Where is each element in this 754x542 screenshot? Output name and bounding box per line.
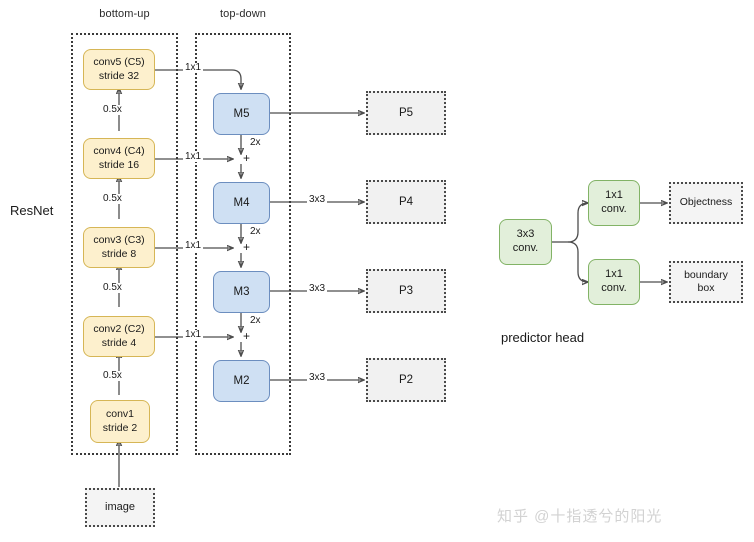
backbone-block-conv2[interactable]: conv2 (C2) stride 4 xyxy=(83,316,155,357)
output-block-p2[interactable]: P2 xyxy=(366,358,446,402)
downsample-label-4: 0.5x xyxy=(101,370,124,381)
backbone-block-conv4-line1: conv4 (C4) xyxy=(93,145,145,158)
output-block-p4-label: P4 xyxy=(398,195,414,208)
backbone-block-conv4-line2: stride 16 xyxy=(98,158,140,171)
downsample-label-3: 0.5x xyxy=(101,282,124,293)
downsample-label-1: 0.5x xyxy=(101,104,124,115)
section-label-bottom-up: bottom-up xyxy=(99,8,150,20)
output-conv-label-p2: 3x3 xyxy=(307,372,328,383)
lateral-label-c4: 1x1 xyxy=(183,151,204,162)
input-image-label: image xyxy=(105,500,135,513)
backbone-block-conv2-line2: stride 4 xyxy=(101,336,137,349)
topdown-block-m5-label: M5 xyxy=(233,107,250,120)
predictor-output-objectness[interactable]: Objectness xyxy=(669,182,743,224)
backbone-block-conv2-line1: conv2 (C2) xyxy=(93,323,145,336)
lateral-label-c3: 1x1 xyxy=(183,240,204,251)
merge-plus-m3: + xyxy=(243,240,251,254)
predictor-branch-boundarybox-conv-line2: conv. xyxy=(601,282,627,294)
backbone-block-conv3-line2: stride 8 xyxy=(101,247,137,260)
topdown-block-m4[interactable]: M4 xyxy=(213,182,270,224)
predictor-branch-objectness-conv-line1: 1x1 xyxy=(605,189,623,202)
topdown-block-m5[interactable]: M5 xyxy=(213,93,270,135)
backbone-block-conv3-line1: conv3 (C3) xyxy=(93,234,145,247)
lateral-label-c2: 1x1 xyxy=(183,329,204,340)
predictor-stem-line2: conv. xyxy=(512,242,539,254)
output-block-p5[interactable]: P5 xyxy=(366,91,446,135)
output-block-p3[interactable]: P3 xyxy=(366,269,446,313)
predictor-output-boundarybox-line2: box xyxy=(697,282,715,294)
output-block-p5-label: P5 xyxy=(398,106,414,119)
output-conv-label-p3: 3x3 xyxy=(307,283,328,294)
backbone-block-conv5-line2: stride 32 xyxy=(98,69,140,82)
predictor-branch-boundarybox-conv-line1: 1x1 xyxy=(605,268,623,281)
predictor-output-boundarybox-line1: boundary xyxy=(684,268,728,281)
backbone-block-conv4[interactable]: conv4 (C4) stride 16 xyxy=(83,138,155,179)
backbone-block-conv1-line2: stride 2 xyxy=(102,421,138,434)
merge-plus-m4: + xyxy=(243,151,251,165)
upsample-label-1: 2x xyxy=(248,137,263,148)
output-block-p3-label: P3 xyxy=(398,284,414,297)
topdown-block-m4-label: M4 xyxy=(233,196,250,209)
predictor-branch-boundarybox-conv[interactable]: 1x1 conv. xyxy=(588,259,640,305)
backbone-block-conv3[interactable]: conv3 (C3) stride 8 xyxy=(83,227,155,268)
predictor-head-caption: predictor head xyxy=(501,330,585,345)
backbone-block-conv5[interactable]: conv5 (C5) stride 32 xyxy=(83,49,155,90)
input-image-node[interactable]: image xyxy=(85,488,155,527)
backbone-block-conv1-line1: conv1 xyxy=(105,408,135,421)
lateral-label-c5: 1x1 xyxy=(183,62,204,73)
bottom-up-group xyxy=(71,33,178,455)
predictor-branch-objectness-conv-line2: conv. xyxy=(601,203,627,215)
predictor-stem-conv3x3[interactable]: 3x3 conv. xyxy=(499,219,552,265)
output-block-p4[interactable]: P4 xyxy=(366,180,446,224)
predictor-output-boundarybox[interactable]: boundary box xyxy=(669,261,743,303)
downsample-label-2: 0.5x xyxy=(101,193,124,204)
predictor-stem-line1: 3x3 xyxy=(516,228,535,241)
upsample-label-3: 2x xyxy=(248,315,263,326)
topdown-block-m2-label: M2 xyxy=(233,374,250,387)
output-conv-label-p4: 3x3 xyxy=(307,194,328,205)
watermark: 知乎 @十指透兮的阳光 xyxy=(497,508,663,525)
merge-plus-m2: + xyxy=(243,329,251,343)
topdown-block-m2[interactable]: M2 xyxy=(213,360,270,402)
backbone-title: ResNet xyxy=(10,203,54,218)
upsample-label-2: 2x xyxy=(248,226,263,237)
backbone-block-conv5-line1: conv5 (C5) xyxy=(93,56,145,69)
output-block-p2-label: P2 xyxy=(398,373,414,386)
backbone-block-conv1[interactable]: conv1 stride 2 xyxy=(90,400,150,443)
topdown-block-m3[interactable]: M3 xyxy=(213,271,270,313)
predictor-branch-objectness-conv[interactable]: 1x1 conv. xyxy=(588,180,640,226)
section-label-top-down: top-down xyxy=(219,8,267,20)
predictor-output-objectness-line1: Objectness xyxy=(679,196,733,209)
topdown-block-m3-label: M3 xyxy=(233,285,250,298)
